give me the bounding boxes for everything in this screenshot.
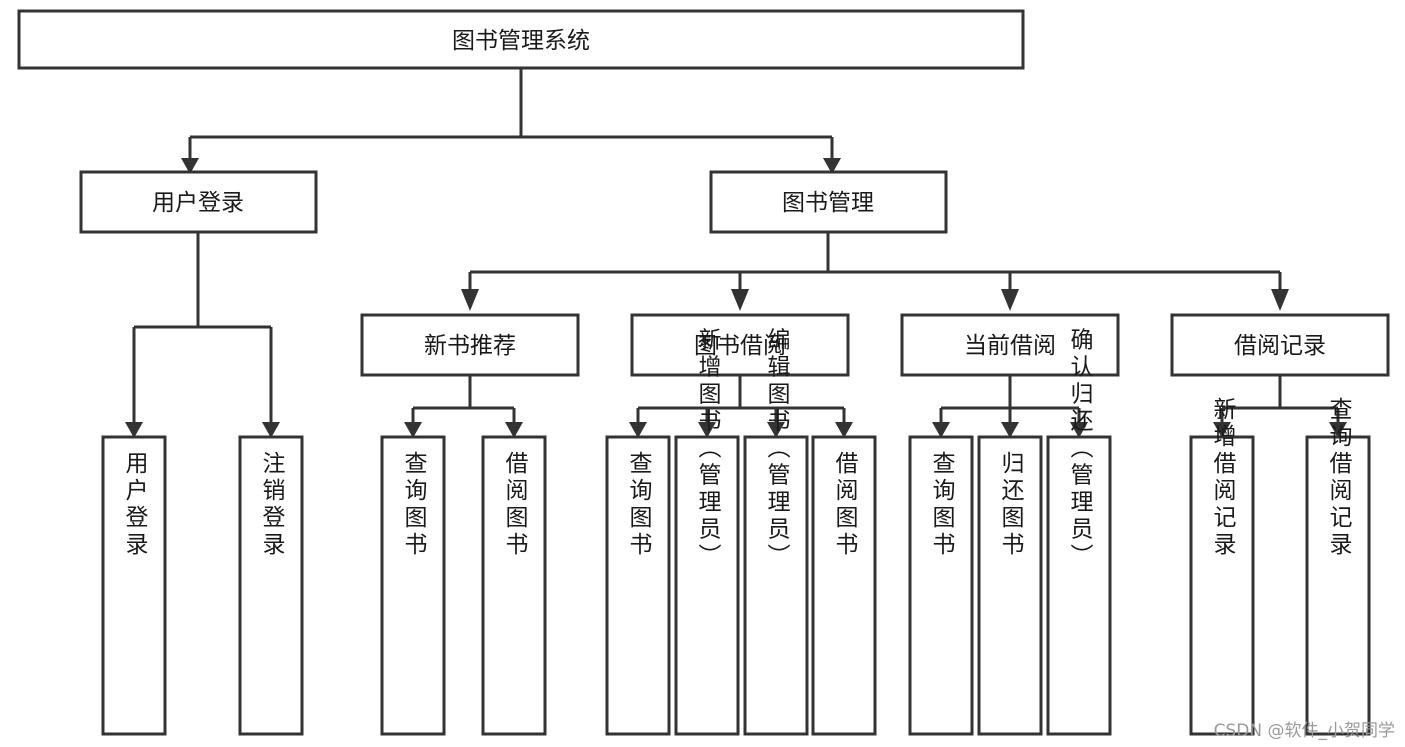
arrow-userlogin-to-leaf-user-logout: [262, 422, 280, 438]
node-user-login-box[interactable]: [79, 170, 318, 234]
node-book-borrow-label: 图书借阅: [694, 333, 786, 359]
node-leaf-query-book-1-box[interactable]: [380, 435, 446, 736]
node-root-system[interactable]: 图书管理系统: [17, 9, 1025, 70]
arrow-bookmgmt-to-borrow-record: [1271, 289, 1289, 311]
node-current-borrow-box[interactable]: [900, 313, 1120, 377]
arrow-bookborrow-to-leaf-add-book: [698, 422, 716, 438]
node-leaf-query-book-3-box[interactable]: [908, 435, 974, 736]
node-leaf-return-book-box[interactable]: [977, 435, 1043, 736]
arrow-newbook-to-leaf-query-book-1: [404, 422, 422, 438]
node-leaf-borrow-book-2-label: 借阅图书: [831, 451, 859, 559]
node-new-book-recommend-box[interactable]: [360, 313, 580, 377]
node-leaf-add-record-label: 新增借阅记录: [1209, 397, 1237, 559]
node-leaf-query-book-3[interactable]: 查询图书: [908, 435, 974, 736]
node-leaf-user-logout-label: 注销登录: [258, 451, 286, 559]
node-leaf-add-record-box[interactable]: [1189, 435, 1255, 736]
node-book-management-label: 图书管理: [782, 190, 874, 216]
arrow-userlogin-to-leaf-user-login: [125, 422, 143, 438]
arrow-bookborrow-to-leaf-query-book-2: [629, 422, 647, 438]
node-leaf-edit-book-label: 编辑图书（管理员）: [763, 328, 791, 571]
arrow-root-to-user-login: [181, 158, 199, 174]
node-borrow-record[interactable]: 借阅记录: [1170, 313, 1390, 377]
arrow-bookmgmt-to-current-borrow: [1001, 289, 1019, 311]
node-book-borrow[interactable]: 图书借阅: [630, 313, 850, 377]
arrow-currentborrow-to-leaf-return-book: [1001, 422, 1019, 438]
arrow-bookmgmt-to-new-book-recommend: [461, 289, 479, 311]
node-leaf-borrow-book-2[interactable]: 借阅图书: [811, 435, 877, 736]
node-leaf-query-book-2-label: 查询图书: [625, 451, 653, 559]
connector-currentborrow-to-bus: [939, 375, 1081, 424]
node-leaf-edit-book-box[interactable]: [743, 435, 809, 736]
node-book-borrow-box[interactable]: [630, 313, 850, 377]
node-leaf-query-record-label: 查询借阅记录: [1325, 397, 1353, 559]
node-leaf-borrow-book-1-box[interactable]: [481, 435, 547, 736]
node-leaf-confirm-return-label: 确认归还（管理员）: [1066, 328, 1094, 571]
arrow-currentborrow-to-leaf-query-book-3: [932, 422, 950, 438]
node-leaf-query-book-1-label: 查询图书: [400, 451, 428, 559]
node-leaf-add-book[interactable]: 新增图书（管理员）: [674, 328, 740, 736]
node-leaf-borrow-book-2-box[interactable]: [811, 435, 877, 736]
node-leaf-query-book-3-label: 查询图书: [928, 451, 956, 559]
node-leaf-query-record-box[interactable]: [1305, 435, 1371, 736]
node-leaf-user-logout-box[interactable]: [238, 435, 304, 736]
node-new-book-recommend[interactable]: 新书推荐: [360, 313, 580, 377]
node-new-book-recommend-label: 新书推荐: [424, 333, 516, 359]
arrow-borrowrecord-to-leaf-add-record: [1213, 422, 1231, 438]
node-borrow-record-box[interactable]: [1170, 313, 1390, 377]
arrow-bookborrow-to-leaf-edit-book: [767, 422, 785, 438]
connector-newbook-to-bus: [411, 375, 516, 424]
connector-userlogin-to-bus: [132, 232, 273, 424]
node-leaf-confirm-return-box[interactable]: [1046, 435, 1112, 736]
node-current-borrow-label: 当前借阅: [964, 333, 1056, 359]
node-book-management-box[interactable]: [709, 170, 948, 234]
node-leaf-query-book-2[interactable]: 查询图书: [605, 435, 671, 736]
node-leaf-user-logout[interactable]: 注销登录: [238, 435, 304, 736]
connector-borrowrecord-to-bus: [1220, 375, 1340, 424]
node-root-label: 图书管理系统: [452, 28, 590, 54]
node-leaf-query-book-1[interactable]: 查询图书: [380, 435, 446, 736]
node-current-borrow[interactable]: 当前借阅: [900, 313, 1120, 377]
node-user-login[interactable]: 用户登录: [79, 170, 318, 234]
node-leaf-add-book-label: 新增图书（管理员）: [694, 328, 722, 571]
node-user-login-label: 用户登录: [152, 190, 244, 216]
node-leaf-edit-book[interactable]: 编辑图书（管理员）: [743, 328, 809, 736]
node-leaf-confirm-return[interactable]: 确认归还（管理员）: [1046, 328, 1112, 736]
connector-bookmgmt-to-bus: [468, 232, 1282, 291]
arrow-root-to-book-management: [823, 158, 841, 174]
connector-layer: [125, 68, 1347, 438]
node-leaf-return-book[interactable]: 归还图书: [977, 435, 1043, 736]
arrow-borrowrecord-to-leaf-query-record: [1329, 422, 1347, 438]
node-leaf-query-record[interactable]: 查询借阅记录: [1305, 397, 1371, 736]
connector-bookborrow-to-bus: [636, 375, 846, 424]
arrow-currentborrow-to-leaf-confirm-return: [1070, 422, 1088, 438]
node-root-box[interactable]: [17, 9, 1025, 70]
node-leaf-user-login[interactable]: 用户登录: [101, 435, 167, 736]
node-book-management[interactable]: 图书管理: [709, 170, 948, 234]
node-leaf-user-login-label: 用户登录: [121, 451, 149, 559]
node-leaf-user-login-box[interactable]: [101, 435, 167, 736]
node-borrow-record-label: 借阅记录: [1234, 333, 1326, 359]
node-leaf-add-record[interactable]: 新增借阅记录: [1189, 397, 1255, 736]
arrow-bookborrow-to-leaf-borrow-book-2: [835, 422, 853, 438]
node-leaf-borrow-book-1[interactable]: 借阅图书: [481, 435, 547, 736]
arrow-bookmgmt-to-book-borrow: [731, 289, 749, 311]
node-leaf-query-book-2-box[interactable]: [605, 435, 671, 736]
node-leaf-borrow-book-1-label: 借阅图书: [501, 451, 529, 559]
node-leaf-add-book-box[interactable]: [674, 435, 740, 736]
arrow-newbook-to-leaf-borrow-book-1: [505, 422, 523, 438]
connector-root-to-bus: [188, 68, 834, 160]
node-leaf-return-book-label: 归还图书: [997, 451, 1025, 559]
